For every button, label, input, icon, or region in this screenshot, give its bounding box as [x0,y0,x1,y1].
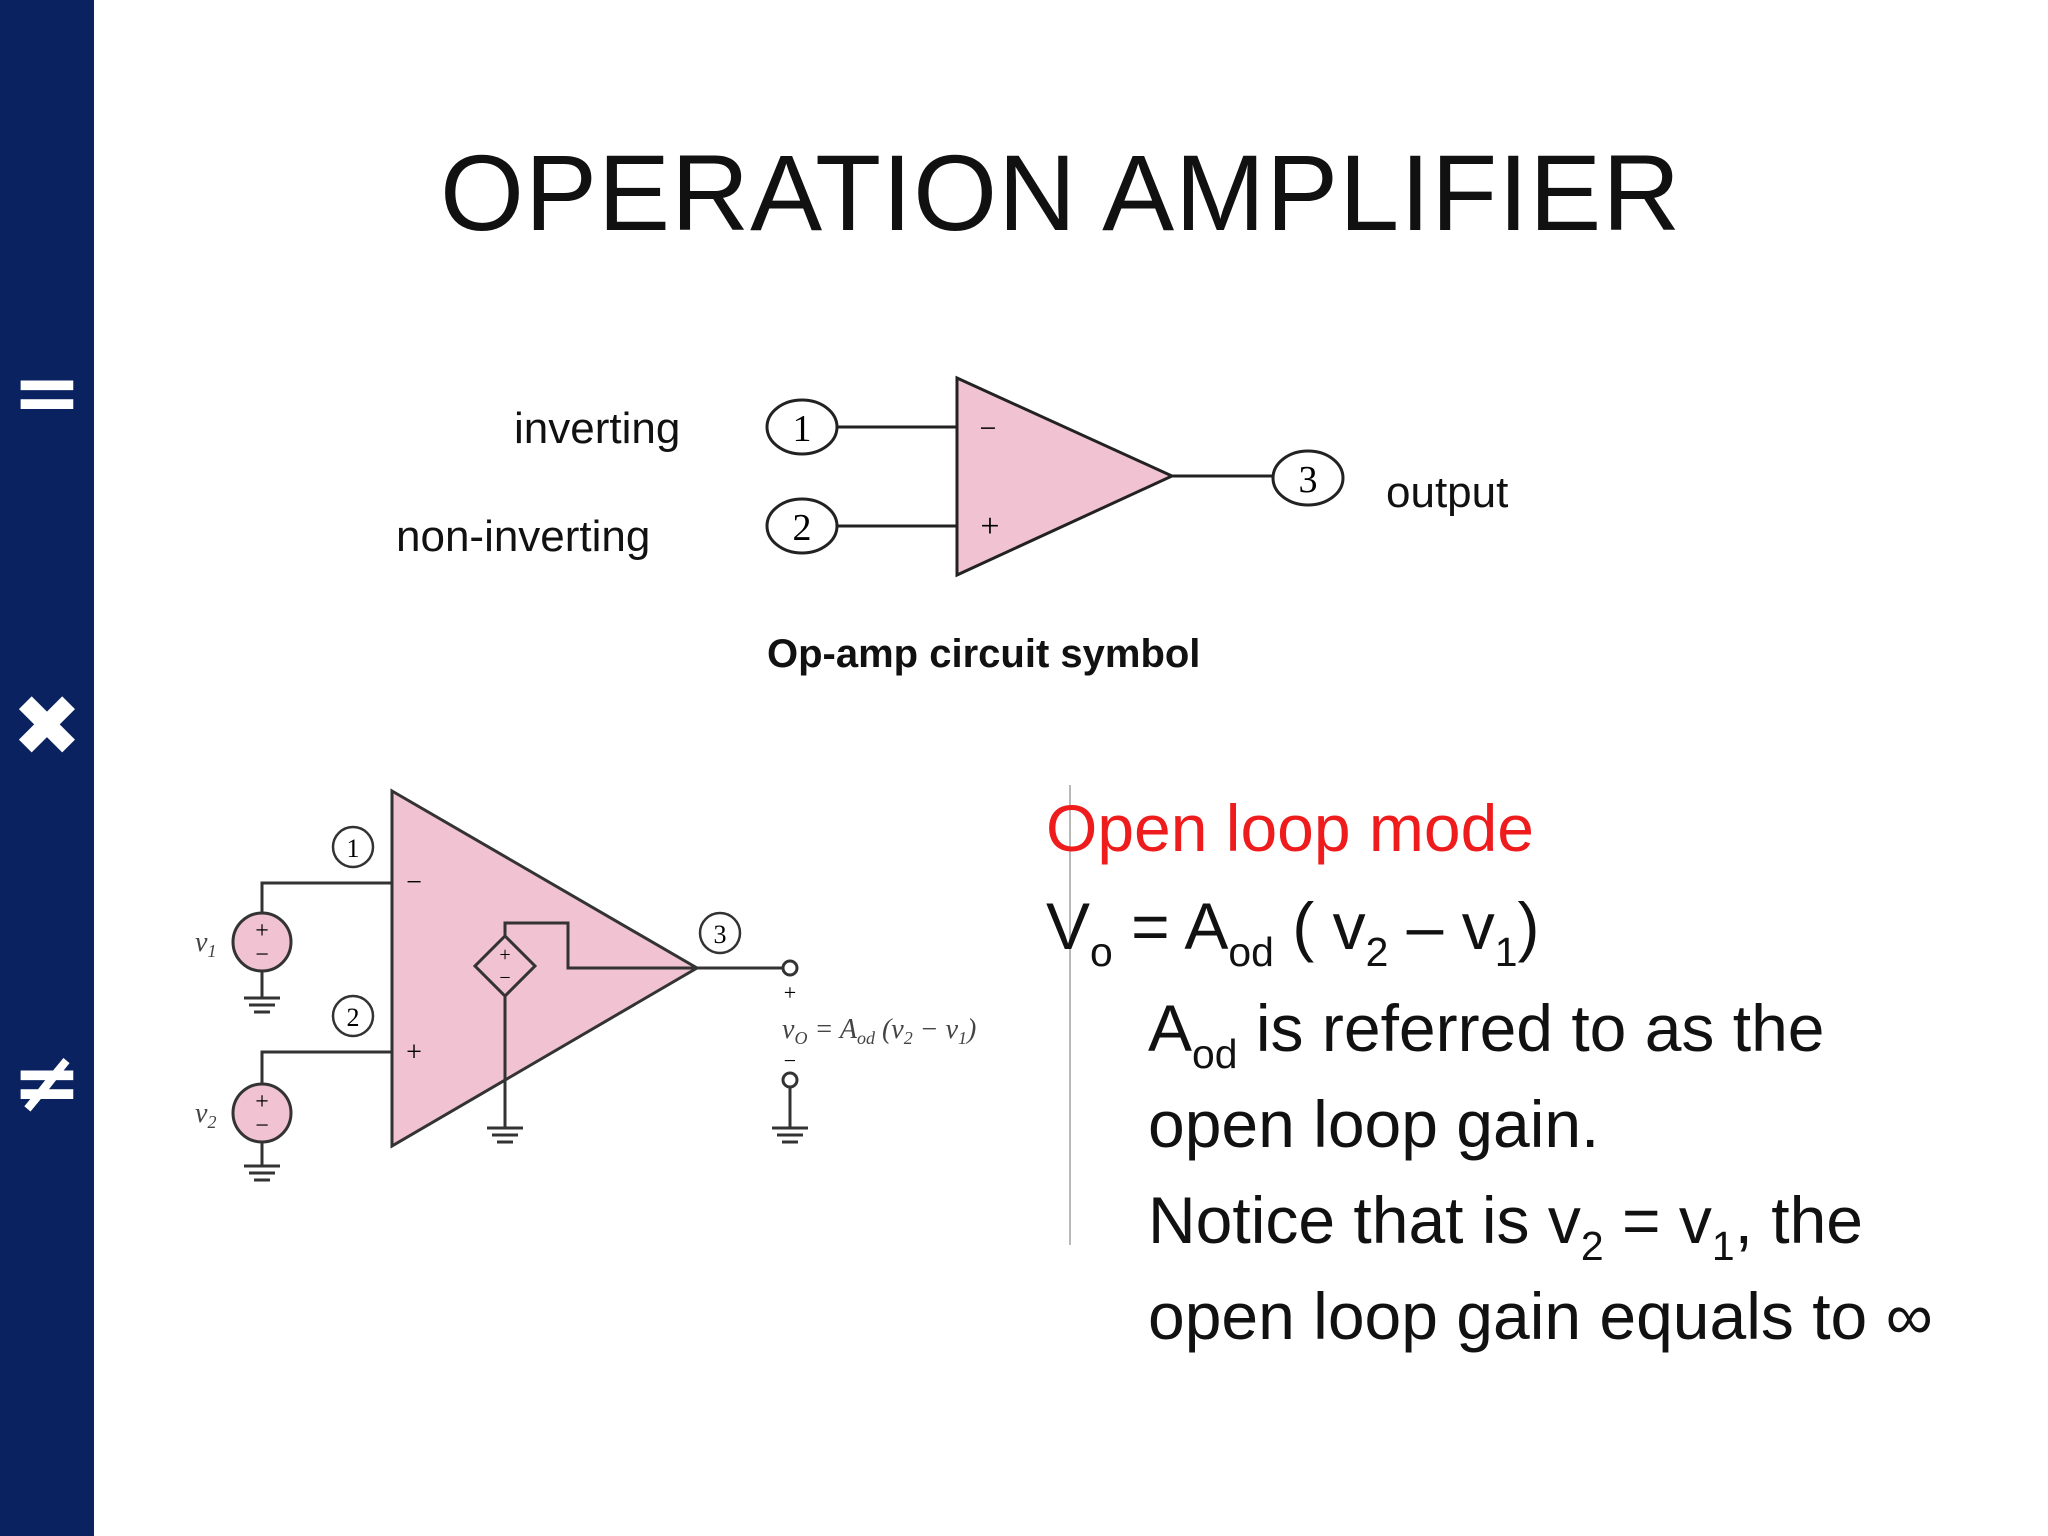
dep-plus: + [499,944,510,966]
output-expression: vO = Aod (v2 − v1) [782,1014,976,1048]
vertical-divider [1069,785,1071,1245]
circuit-terminal-2-label: 2 [347,1003,360,1032]
output-node-bottom [781,1071,799,1089]
dep-minus: − [499,967,510,989]
circuit-terminal-1-circle [331,825,375,869]
slide-title: OPERATION AMPLIFIER [440,132,1682,253]
output-minus: − [784,1048,796,1073]
output-node-top [781,959,799,977]
multiply-icon: ✖ [11,677,83,775]
not-equal-icon: ≠ [11,1033,83,1131]
source-v1-plus: + [255,918,269,944]
open-loop-equation: Vo = Aod ( v2 – v1) [1046,889,1540,976]
terminal-1-circle [765,398,839,456]
terminal-3-label: 3 [1299,459,1318,501]
minus-sign: − [980,412,997,445]
symbol-caption: Op-amp circuit symbol [767,632,1201,676]
input-2-wire [260,1050,392,1085]
inverting-label: inverting [514,404,681,453]
sidebar: = ✖ ≠ [0,0,94,1536]
output-plus: + [784,980,796,1005]
noninverting-label: non-inverting [396,512,651,561]
source-v1-label: v1 [195,927,216,961]
plus-sign: + [980,508,999,545]
source-v2-label: v2 [195,1098,216,1132]
source-v2-plus: + [255,1089,269,1115]
circuit-triangle [390,788,700,1149]
explanation-line-4: open loop gain equals to ∞ [1148,1279,1933,1353]
explanation-line-3: Notice that is v2 = v1, the [1148,1183,1864,1270]
terminal-1-label: 1 [793,408,812,450]
circuit-minus-sign: − [406,867,422,898]
circuit-terminal-2-circle [331,994,375,1038]
circuit-terminal-3-label: 3 [714,920,727,949]
open-loop-explanation: Aod is referred to as the open loop gain… [1148,980,1933,1364]
circuit-terminal-1-label: 1 [347,834,360,863]
terminal-2-circle [765,497,839,555]
output-label: output [1386,468,1509,517]
input-1-wire [260,881,392,913]
source-v2-minus: − [255,1113,269,1139]
explanation-line-1: Aod is referred to as the [1148,991,1825,1078]
opamp-triangle [955,375,1176,578]
equals-icon: = [11,343,83,441]
dep-output-wire [503,921,697,970]
terminal-3-circle [1271,449,1345,507]
opamp-symbol: 1 2 3 − + [765,375,1345,578]
circuit-terminal-3-circle [698,911,742,955]
source-v1-minus: − [255,942,269,968]
explanation-line-2: open loop gain. [1148,1087,1600,1161]
open-loop-heading: Open loop mode [1046,791,1535,865]
opamp-circuit: + − + − + − + − − + [195,788,976,1182]
circuit-plus-sign: + [406,1037,422,1068]
terminal-2-label: 2 [793,507,812,549]
